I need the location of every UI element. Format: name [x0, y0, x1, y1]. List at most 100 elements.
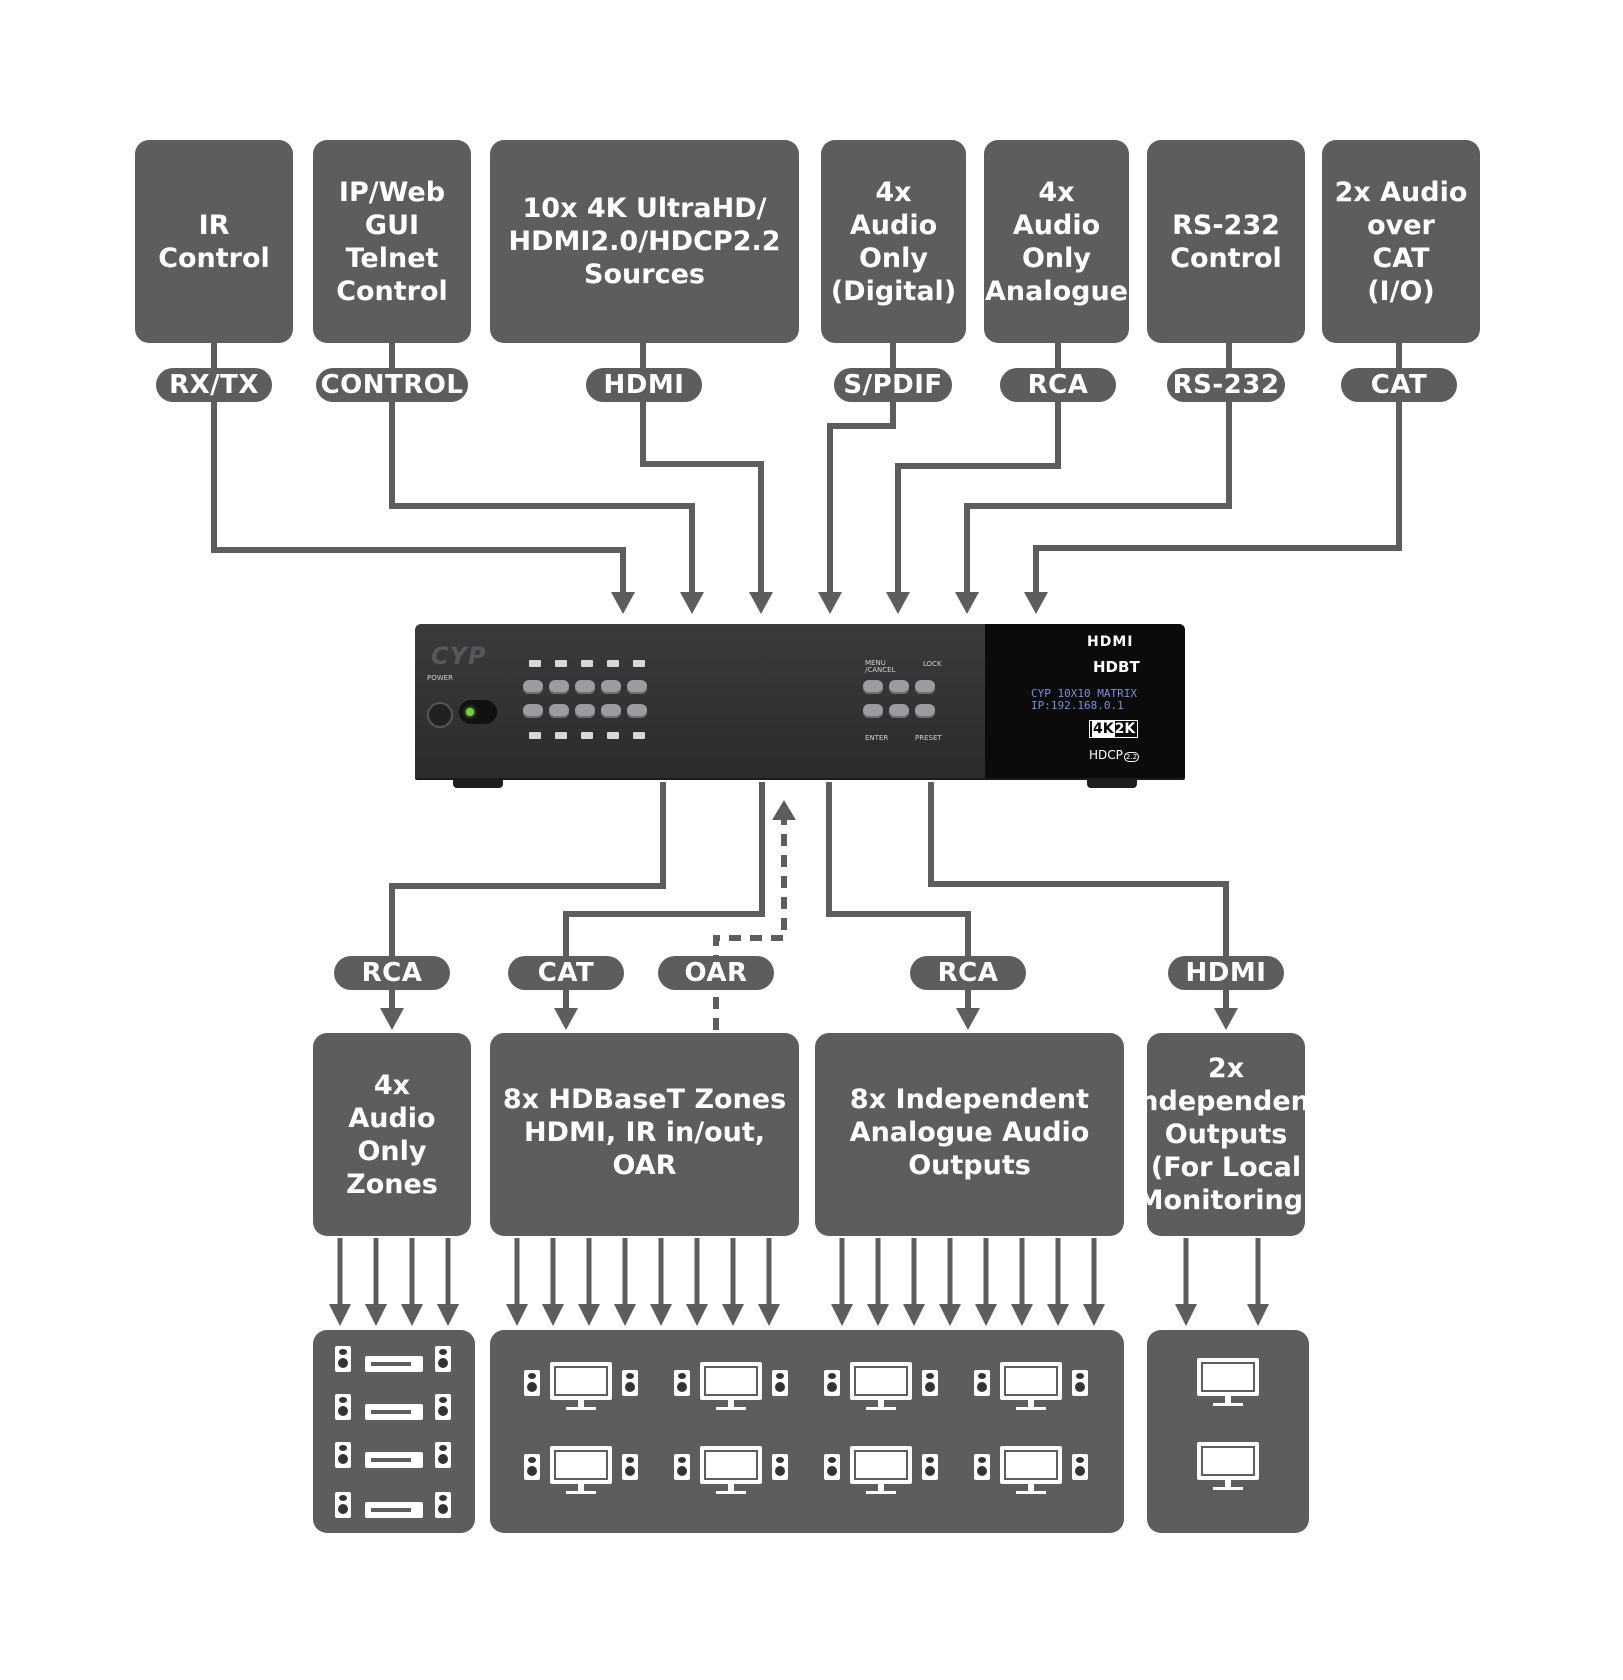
line-sources	[640, 343, 764, 594]
input-button	[575, 704, 595, 718]
speaker-icon	[524, 1370, 540, 1396]
right-button	[915, 704, 935, 718]
audio-player-icon	[365, 1356, 423, 1372]
panel-audio-zones	[313, 1330, 475, 1533]
input-number-tag	[581, 660, 593, 667]
line-audiocat	[1033, 343, 1402, 594]
speaker-icon	[435, 1346, 451, 1372]
line-rca-left	[389, 782, 666, 1016]
audio-player-icon	[365, 1502, 423, 1518]
line-ip	[389, 343, 695, 594]
line-analogue	[895, 343, 1061, 594]
box-audio-analogue: 4x Audio Only (Analogue)	[973, 140, 1140, 343]
box-audio-over-cat: 2x Audio over CAT (I/O)	[1322, 140, 1480, 343]
input-button	[601, 704, 621, 718]
audio-player-icon	[365, 1452, 423, 1468]
speaker-icon	[335, 1394, 351, 1420]
speaker-icon	[824, 1370, 840, 1396]
box-ir-control: IR Control	[135, 140, 293, 343]
speaker-icon	[974, 1454, 990, 1480]
panel-zone-displays	[490, 1330, 1124, 1533]
device-foot	[1087, 778, 1137, 788]
menu-button	[863, 680, 883, 694]
speaker-icon	[435, 1492, 451, 1518]
input-number-tag	[607, 732, 619, 739]
monitor-icon	[700, 1446, 762, 1496]
speaker-icon	[922, 1454, 938, 1480]
speaker-icon	[622, 1370, 638, 1396]
input-button	[575, 680, 595, 694]
box-hdbaset-zones: 8x HDBaseT Zones HDMI, IR in/out, OAR	[490, 1033, 799, 1236]
input-number-tag	[555, 660, 567, 667]
monitor-icon	[1197, 1358, 1259, 1408]
box-analogue-outputs: 8x Independent Analogue Audio Outputs	[815, 1033, 1124, 1236]
line-ir	[211, 343, 626, 594]
pill-rca-out-left: RCA	[334, 956, 450, 990]
monitor-icon	[1000, 1362, 1062, 1412]
power-led	[459, 700, 497, 724]
up-button	[889, 680, 909, 694]
lock-label: LOCK	[923, 660, 942, 668]
menu-cancel-label: MENU /CANCEL	[865, 659, 896, 674]
monitor-icon	[1000, 1446, 1062, 1496]
input-number-tag	[529, 732, 541, 739]
speaker-icon	[772, 1370, 788, 1396]
left-button	[863, 704, 883, 718]
monitor-icon	[550, 1446, 612, 1496]
matrix-device: CYP POWER MENU /CANCEL LOCK	[415, 624, 1185, 788]
speaker-icon	[524, 1454, 540, 1480]
speaker-icon	[435, 1394, 451, 1420]
input-number-tag	[581, 732, 593, 739]
speaker-icon	[674, 1370, 690, 1396]
device-display-panel: HDMI HDBT CYP 10X10 MATRIX IP:192.168.0.…	[985, 624, 1185, 778]
input-button	[601, 680, 621, 694]
pill-rca-in: RCA	[1000, 368, 1116, 402]
input-button	[549, 680, 569, 694]
speaker-icon	[1072, 1370, 1088, 1396]
speaker-icon	[335, 1442, 351, 1468]
speaker-icon	[674, 1454, 690, 1480]
input-number-tag	[633, 732, 645, 739]
monitor-icon	[1197, 1442, 1259, 1492]
audio-player-icon	[365, 1404, 423, 1420]
hdmi-logo: HDMI	[1087, 634, 1134, 650]
line-rs232	[964, 343, 1232, 594]
speaker-icon	[824, 1454, 840, 1480]
monitor-icon	[850, 1446, 912, 1496]
device-foot	[453, 778, 503, 788]
pill-hdmi-in: HDMI	[586, 368, 702, 402]
pill-cat-out: CAT	[508, 956, 624, 990]
speaker-icon	[335, 1346, 351, 1372]
monitor-icon	[850, 1362, 912, 1412]
hdcp-label: HDCP	[1089, 748, 1123, 762]
input-button	[523, 704, 543, 718]
power-label: POWER	[427, 674, 453, 682]
pill-oar: OAR	[658, 956, 774, 990]
monitor-icon	[700, 1362, 762, 1412]
box-audio-zones: 4x Audio Only Zones	[313, 1033, 471, 1236]
speaker-icon	[335, 1492, 351, 1518]
box-ip-control: IP/Web GUI Telnet Control	[313, 140, 471, 343]
speaker-icon	[435, 1442, 451, 1468]
pill-rca-out-mid: RCA	[910, 956, 1026, 990]
preset-label: PRESET	[915, 734, 942, 742]
input-button	[549, 704, 569, 718]
pill-control: CONTROL	[316, 368, 468, 402]
pill-hdmi-out: HDMI	[1168, 956, 1284, 990]
input-button	[627, 680, 647, 694]
input-number-tag	[555, 732, 567, 739]
speaker-icon	[772, 1454, 788, 1480]
lcd-readout: CYP 10X10 MATRIX IP:192.168.0.1	[1031, 687, 1137, 712]
input-number-tag	[529, 660, 541, 667]
speaker-icon	[622, 1454, 638, 1480]
input-button	[523, 680, 543, 694]
line-hdmi	[928, 782, 1229, 1016]
resolution-4k: 4K	[1092, 721, 1115, 737]
monitor-icon	[550, 1362, 612, 1412]
box-local-outputs: 2x Independent Outputs (For Local Monito…	[1129, 1033, 1323, 1236]
resolution-logo: 4K2K	[1089, 720, 1139, 738]
hdcp-version: 2.2	[1123, 752, 1140, 762]
power-button	[427, 702, 453, 728]
input-number-tag	[633, 660, 645, 667]
